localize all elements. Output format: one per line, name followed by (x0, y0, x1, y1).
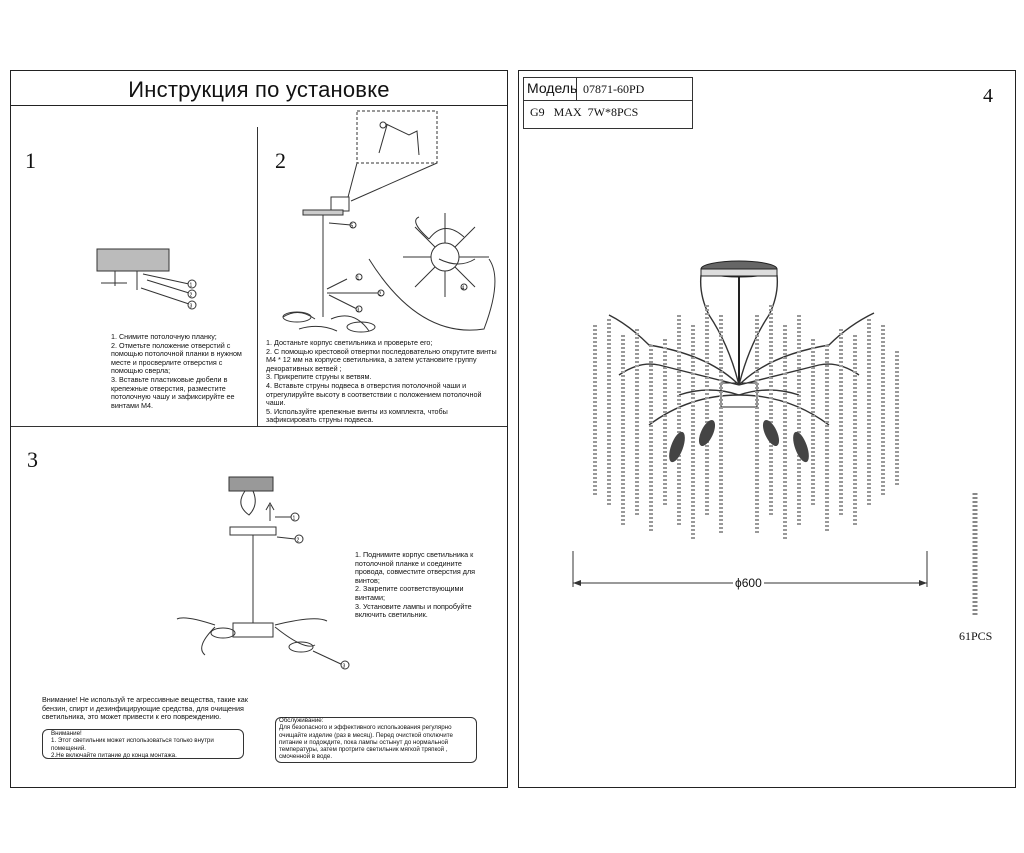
model-table-row-divider (523, 100, 693, 101)
title-bar (11, 71, 507, 106)
callout-label: 3 (343, 664, 346, 670)
model-value: 07871-60PD (583, 82, 645, 96)
instruction-sheet: Инструкция по установке 1 1 2 3 1. Сними… (10, 70, 508, 788)
service-box (275, 717, 477, 763)
step-1-text: 1. Снимите потолочную планку; 2. Отметьт… (111, 332, 242, 410)
callout-label: 3 (357, 308, 360, 314)
callout-label: 2 (190, 293, 193, 299)
step-2-number: 2 (275, 148, 286, 173)
diameter-label: ϕ600 (733, 576, 764, 590)
step-3-text: 1. Поднимите корпус светильника к потоло… (355, 550, 476, 620)
step-3-number: 3 (27, 447, 38, 472)
callout-label: 1 (293, 516, 296, 522)
page-number: 4 (983, 85, 993, 107)
warning-box (42, 729, 244, 759)
callout-label: 3 (190, 304, 193, 310)
callout-label: 4 (462, 286, 465, 292)
spec-text: G9 MAX 7W*8PCS (530, 105, 639, 119)
step-2-text: 1. Достаньте корпус светильника и провер… (266, 338, 497, 425)
warning-box-text: Внимание! 1. Этот светильник может испол… (51, 730, 214, 759)
callout-label: 2 (379, 292, 382, 298)
callout-label: 1 (357, 276, 360, 282)
chandelier-drawing (593, 260, 899, 540)
step-1-number: 1 (25, 148, 36, 173)
model-table (523, 77, 693, 129)
horizontal-divider (11, 426, 507, 427)
model-label: Модель (527, 80, 578, 96)
warning-text: Внимание! Не используй те агрессивные ве… (42, 695, 248, 722)
vertical-divider (257, 127, 258, 427)
callout-label: 1 (190, 283, 193, 289)
step-3-diagram: 1 2 3 (176, 476, 350, 670)
page-title: Инструкция по установке (128, 77, 390, 102)
model-table-col-divider (576, 77, 577, 100)
callout-label: 2 (297, 538, 300, 544)
specification-sheet: Модель 07871-60PD G9 MAX 7W*8PCS 4 (518, 70, 1016, 788)
step-2-diagram: 4 5 1 2 3 (282, 110, 496, 333)
strand-count: 61PCS (959, 629, 993, 643)
step-1-diagram: 1 2 3 (96, 248, 197, 310)
crystal-strand (972, 493, 978, 617)
callout-label: 5 (351, 224, 354, 230)
service-box-text: Обслуживание: Для безопасного и эффектив… (279, 717, 453, 761)
